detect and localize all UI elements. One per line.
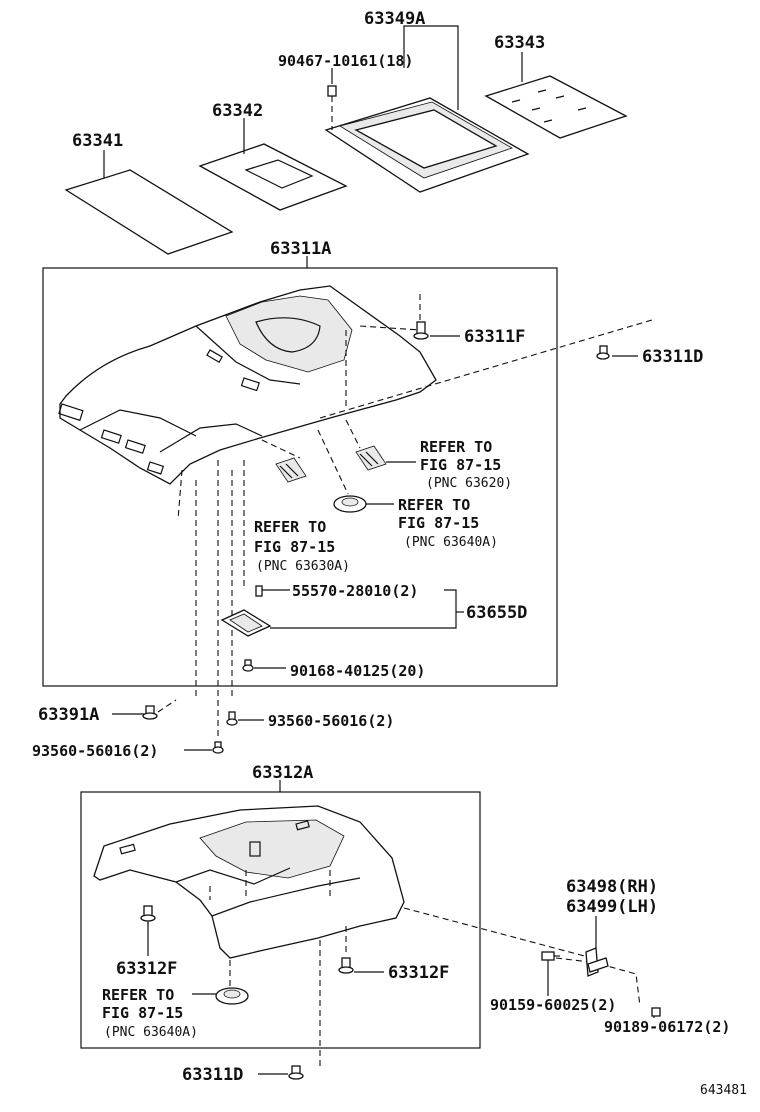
tray-63655D-icon — [220, 609, 272, 637]
panel-63342 — [198, 143, 348, 211]
label-63342: 63342 — [212, 101, 263, 121]
label-refer-d-3: (PNC 63640A) — [104, 1025, 198, 1040]
bolt-63311D-top-icon — [596, 345, 610, 360]
mat-63343-slots — [511, 89, 587, 123]
label-63498: 63498(RH) — [566, 877, 658, 897]
label-63311A: 63311A — [270, 239, 331, 259]
label-63499: 63499(LH) — [566, 897, 658, 917]
clip-93560-left-icon — [212, 741, 224, 754]
label-refer-b-3: (PNC 63640A) — [404, 535, 498, 550]
bolt-63391A-icon — [142, 705, 158, 720]
label-63311D-bottom: 63311D — [182, 1065, 243, 1085]
bolt-63312F-right-icon — [338, 957, 354, 974]
label-63311D-top: 63311D — [642, 347, 703, 367]
label-93560-left: 93560-56016(2) — [32, 742, 158, 760]
label-63655D: 63655D — [466, 603, 527, 623]
grommet-63640A-icon — [333, 495, 367, 513]
box-63311A — [42, 267, 558, 687]
label-fig-id: 643481 — [700, 1083, 747, 1098]
label-refer-b-1: REFER TO — [398, 496, 470, 514]
label-63311F: 63311F — [464, 327, 525, 347]
label-refer-d-1: REFER TO — [102, 986, 174, 1004]
bolt-63311D-bottom-icon — [288, 1065, 304, 1080]
label-63343: 63343 — [494, 33, 545, 53]
tray-63349A-floor — [354, 109, 498, 169]
label-63341: 63341 — [72, 131, 123, 151]
label-63312F-right: 63312F — [388, 963, 449, 983]
clip-90168-icon — [242, 659, 254, 672]
label-refer-c-1: REFER TO — [254, 518, 326, 536]
panel-63341 — [64, 169, 234, 255]
label-63312A: 63312A — [252, 763, 313, 783]
bolt-90159-icon — [541, 951, 560, 961]
label-refer-a-3: (PNC 63620) — [426, 476, 512, 491]
label-63391A: 63391A — [38, 705, 99, 725]
label-refer-c-3: (PNC 63630A) — [256, 559, 350, 574]
carpet-63312A-inner — [199, 819, 345, 879]
bracket-63498-icon — [585, 947, 609, 977]
mat-63343 — [484, 75, 628, 139]
label-93560-right: 93560-56016(2) — [268, 712, 394, 730]
label-refer-d-2: FIG 87-15 — [102, 1004, 183, 1022]
label-55570: 55570-28010(2) — [292, 582, 418, 600]
pin-55570-icon — [255, 585, 263, 597]
bolt-63311F-icon — [413, 321, 429, 340]
label-refer-a-2: FIG 87-15 — [420, 456, 501, 474]
clip-63630A-icon — [275, 457, 307, 483]
carpet-tunnel — [225, 295, 353, 373]
label-90159: 90159-60025(2) — [490, 996, 616, 1014]
label-refer-b-2: FIG 87-15 — [398, 514, 479, 532]
panel-63342-cutout — [244, 159, 314, 189]
clip-93560-right-icon — [226, 711, 238, 726]
carpet-slots — [58, 349, 260, 475]
bolt-63312F-left-icon — [140, 905, 156, 922]
clip-63620-icon — [355, 445, 387, 471]
label-90189: 90189-06172(2) — [604, 1018, 730, 1036]
label-refer-c-2: FIG 87-15 — [254, 538, 335, 556]
label-90168: 90168-40125(20) — [290, 662, 425, 680]
label-63349A: 63349A — [364, 9, 425, 29]
label-refer-a-1: REFER TO — [420, 438, 492, 456]
grommet-63640A-bottom-icon — [215, 987, 249, 1005]
clip-90189-icon — [651, 1007, 661, 1017]
carpet-63312A-slots — [119, 820, 310, 857]
label-90467: 90467-10161(18) — [278, 52, 413, 70]
label-63312F-left: 63312F — [116, 959, 177, 979]
clip-90467-icon — [327, 85, 337, 130]
